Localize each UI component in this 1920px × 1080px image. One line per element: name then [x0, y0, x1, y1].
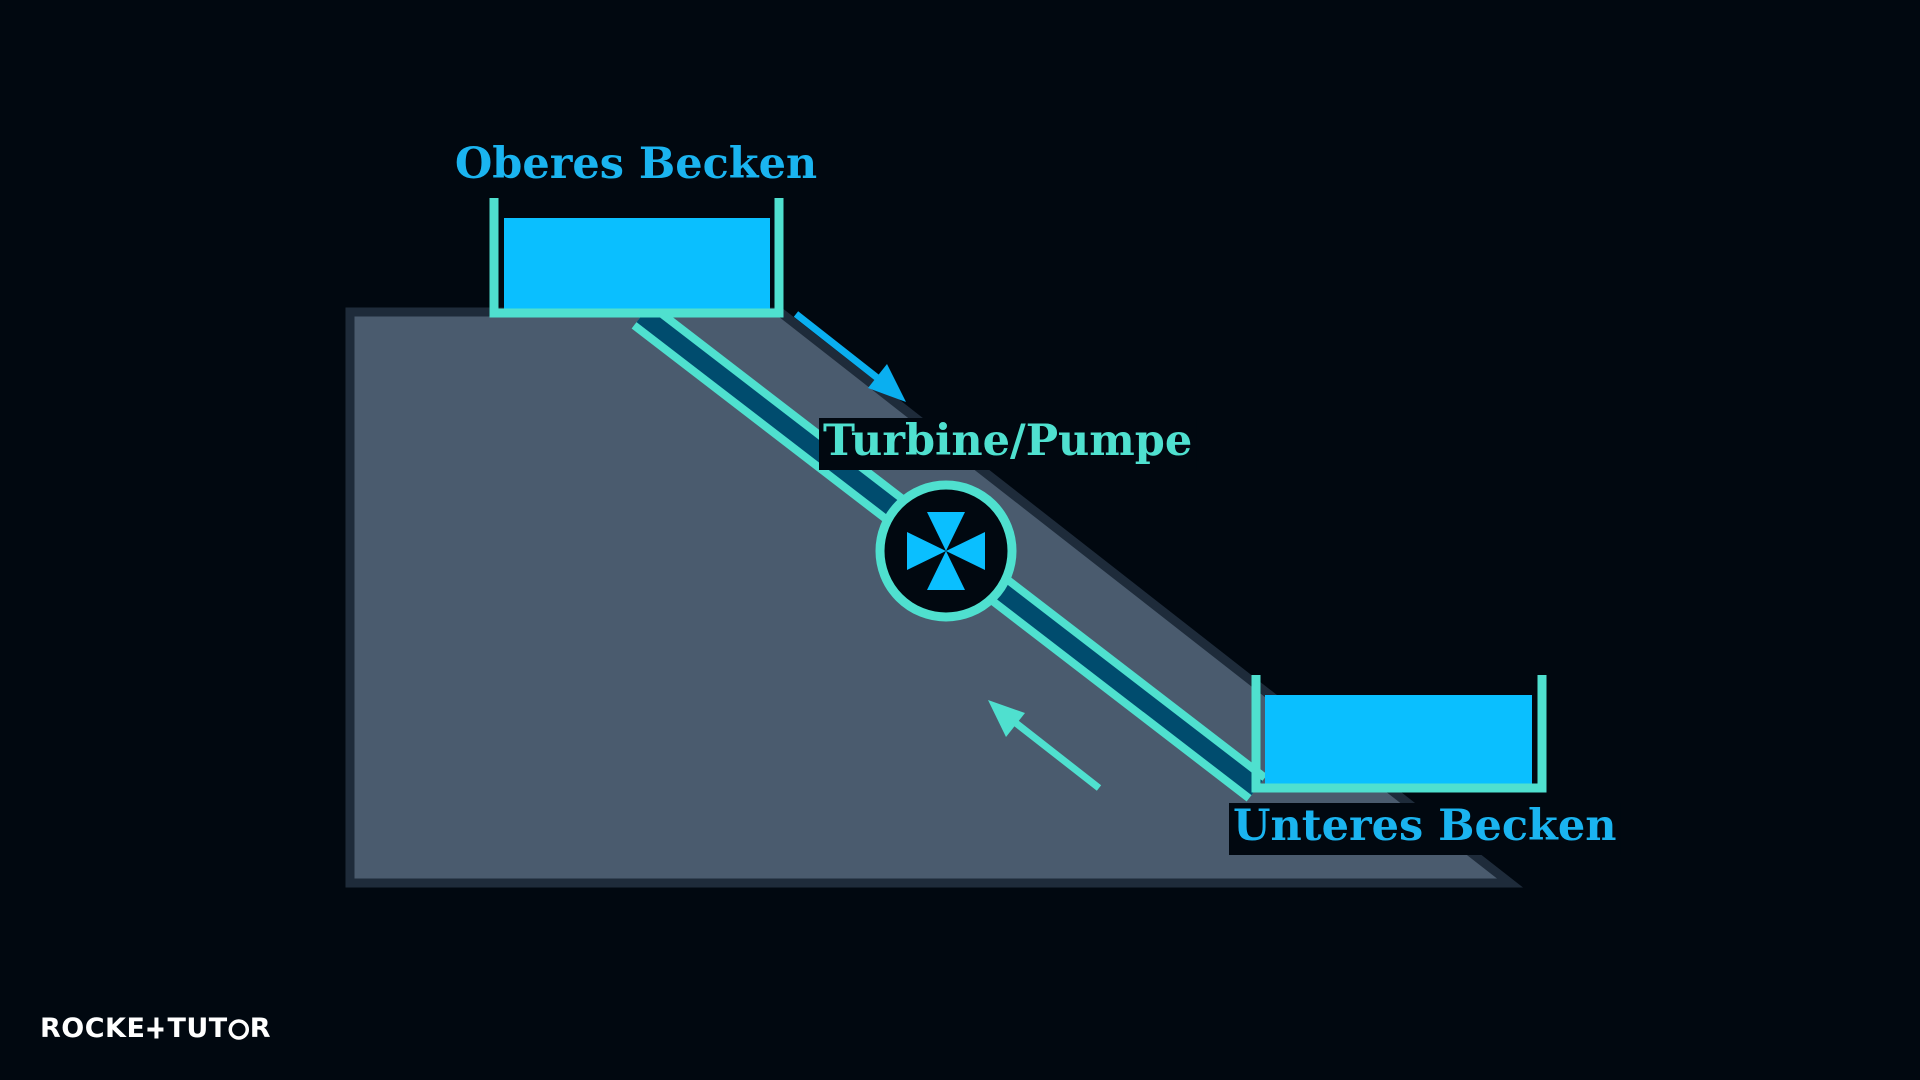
- turbine: [875, 480, 1017, 622]
- flow-arrow-up: [988, 700, 1102, 791]
- upper-basin: [489, 198, 784, 318]
- turbine-label-backdrop: [819, 418, 1197, 470]
- logo-ring-icon: [228, 1019, 250, 1040]
- lower-basin-label: Unteres Becken: [1233, 801, 1616, 851]
- upper-basin-water: [504, 218, 770, 310]
- flow-arrow-down: [793, 311, 906, 402]
- turbine-rotor-icon: [907, 512, 985, 590]
- lower-basin: [1251, 675, 1547, 793]
- lower-basin-label-backdrop: [1229, 803, 1621, 855]
- turbine-pump-label: Turbine/Pumpe: [823, 416, 1192, 466]
- logo-cross-icon: [147, 1017, 164, 1039]
- upper-basin-label: Oberes Becken: [455, 139, 817, 189]
- upper-basin-walls: [489, 198, 784, 318]
- lower-basin-water: [1265, 695, 1532, 785]
- lower-basin-walls: [1251, 675, 1547, 793]
